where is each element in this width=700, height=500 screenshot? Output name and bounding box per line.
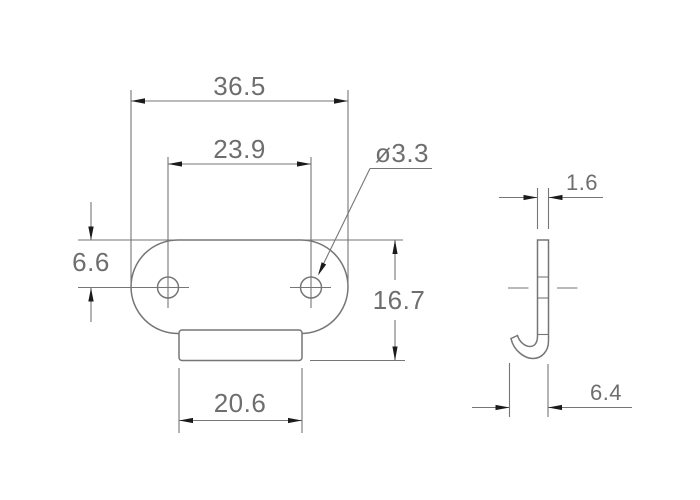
- arrowhead-up: [88, 288, 94, 302]
- hook-tab-front: [178, 329, 303, 362]
- arrowhead-left: [168, 161, 182, 167]
- dim-tab-width: 20.6: [178, 368, 303, 433]
- arrowhead-left: [131, 98, 145, 104]
- dim-label-hole-diameter: ø3.3: [375, 138, 429, 168]
- front-view: 36.5 23.9 6.6 16.7: [72, 71, 432, 433]
- dim-label-edge-to-hole-center: 6.6: [72, 247, 110, 277]
- dim-edge-to-hole-center: 6.6: [72, 202, 110, 322]
- dim-label-thickness: 1.6: [566, 170, 598, 195]
- plate-outline: [130, 239, 349, 335]
- arrowhead-right: [297, 161, 311, 167]
- dim-hook-depth: 6.4: [472, 363, 632, 417]
- dim-label-tab-width: 20.6: [214, 388, 267, 418]
- arrowhead-up: [392, 240, 398, 254]
- dim-label-hook-depth: 6.4: [590, 380, 622, 405]
- dim-label-hole-spacing: 23.9: [213, 134, 266, 164]
- hook-profile-outline: [510, 239, 550, 360]
- dim-label-overall-width: 36.5: [213, 71, 266, 101]
- arrowhead-right: [288, 417, 302, 424]
- dim-thickness: 1.6: [499, 170, 603, 229]
- arrowhead-right-pointing: [495, 404, 510, 411]
- arrowhead-down: [392, 346, 398, 361]
- arrowhead-down: [88, 226, 94, 240]
- arrowhead-right-pointing: [523, 194, 538, 201]
- dim-overall-width: 36.5: [130, 71, 349, 282]
- leader-line: [318, 168, 371, 274]
- arrowhead-left-pointing: [548, 404, 562, 411]
- arrowhead-right: [334, 98, 348, 104]
- arrowhead-left-pointing: [548, 194, 563, 201]
- side-view: 1.6 6.4: [472, 170, 632, 417]
- arrowhead-leader: [318, 262, 327, 276]
- dim-hole-diameter-leader: ø3.3: [318, 138, 432, 276]
- dim-hole-spacing: 23.9: [168, 134, 311, 167]
- dim-label-overall-height: 16.7: [373, 285, 426, 315]
- dim-overall-height: 16.7: [310, 240, 426, 362]
- arrowhead-left: [179, 417, 193, 424]
